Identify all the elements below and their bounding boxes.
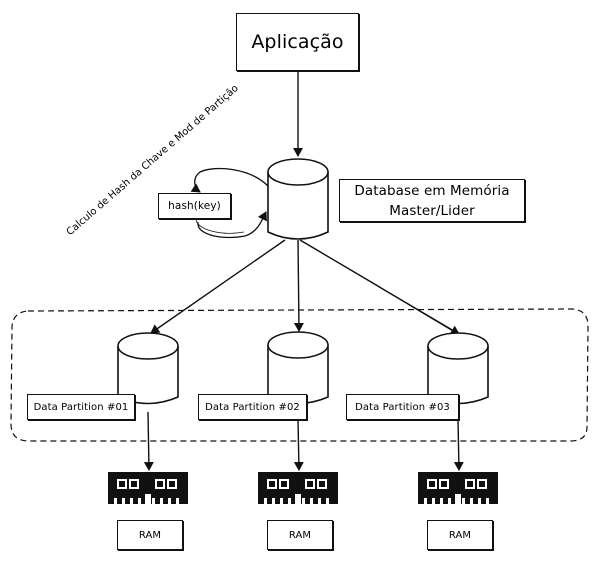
- partition-1-cylinder-icon: [117, 332, 179, 405]
- edge-hash-loop-sketch: [195, 217, 245, 234]
- ram-module-2-icon: [258, 472, 338, 504]
- edge-master-to-p1: [150, 239, 286, 334]
- ram-module-3-icon: [418, 472, 498, 504]
- edge-p3-to-ram: [453, 419, 464, 471]
- application-label: Aplicação: [251, 31, 344, 53]
- partition-3-label: Data Partition #03: [355, 401, 450, 413]
- edge-p1-to-ram: [143, 411, 154, 471]
- hash-function-node: hash(key): [158, 193, 231, 219]
- partition-2-node: Data Partition #02: [198, 394, 307, 420]
- hash-label: hash(key): [168, 200, 221, 212]
- master-db-label-node: Database em Memória Master/Lider: [339, 179, 525, 222]
- edge-master-to-hash: [190, 167, 269, 193]
- partition-3-node: Data Partition #03: [346, 394, 459, 420]
- ram-1-label: RAM: [138, 529, 162, 541]
- ram-2-node: RAM: [267, 520, 333, 550]
- ram-3-node: RAM: [427, 520, 493, 550]
- ram-3-label: RAM: [448, 529, 472, 541]
- partition-1-label: Data Partition #01: [33, 401, 129, 413]
- partition-1-node: Data Partition #01: [27, 394, 135, 420]
- partition-2-cylinder-icon: [267, 331, 329, 405]
- ram-1-node: RAM: [117, 520, 183, 550]
- edge-hash-to-master: [197, 211, 267, 239]
- application-node: Aplicação: [236, 13, 359, 71]
- partition-3-cylinder-icon: [427, 332, 489, 405]
- partition-2-label: Data Partition #02: [205, 401, 300, 413]
- master-db-label: Database em Memória Master/Lider: [354, 182, 510, 219]
- partition-group-border: [10, 308, 589, 442]
- edge-master-to-p2: [293, 239, 304, 332]
- edge-master-to-p3-sketch: [301, 240, 462, 337]
- ram-2-label: RAM: [288, 529, 312, 541]
- master-database-cylinder-icon: [267, 158, 329, 240]
- ram-module-1-icon: [105, 472, 188, 504]
- edge-p2-to-ram: [293, 419, 304, 471]
